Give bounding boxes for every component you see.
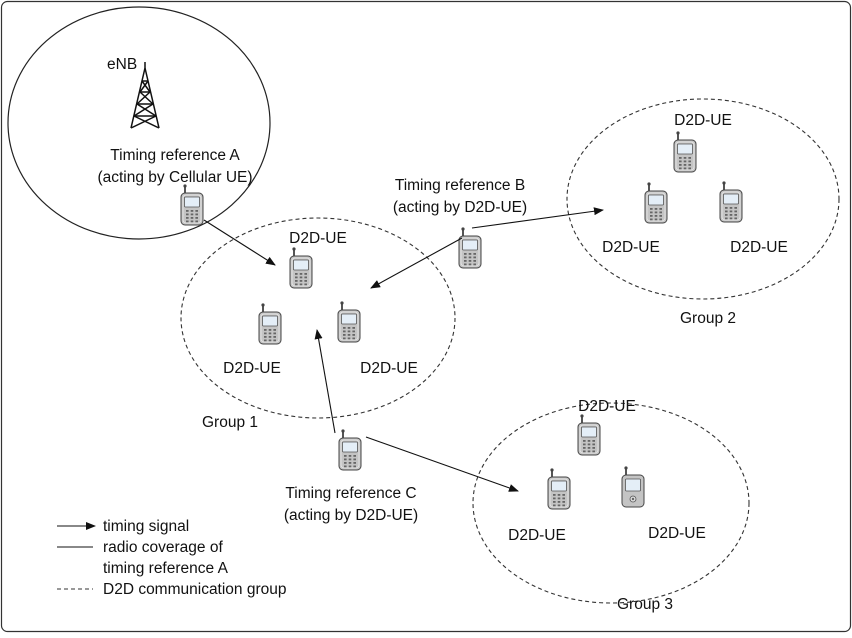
legend: timing signal radio coverage of timing r… <box>57 518 287 598</box>
group-2-boundary <box>566 98 840 300</box>
cell-tower-icon <box>130 62 160 129</box>
group1-top-d2d-ue-label: D2D-UE <box>289 230 347 247</box>
group1-left-d2d-ue-label: D2D-UE <box>223 360 281 377</box>
legend-radio-coverage-label-line1: radio coverage of <box>103 539 223 556</box>
timing-ref-a-subtitle: (acting by Cellular UE) <box>97 169 252 186</box>
group2-top-d2d-ue-label: D2D-UE <box>674 112 732 129</box>
group2-right-d2d-ue-label: D2D-UE <box>730 239 788 256</box>
timing-signal-arrow-b-to-group2 <box>471 207 604 229</box>
timing-ref-c-title: Timing reference C <box>285 485 416 502</box>
legend-radio-coverage-label-line2: timing reference A <box>103 560 229 577</box>
timing-signal-arrow-b-to-group1 <box>370 237 463 289</box>
group-3-boundary <box>472 402 750 604</box>
timing-signal-arrow-c-to-group1 <box>314 329 336 434</box>
group3-right-d2d-ue-label: D2D-UE <box>648 525 706 542</box>
group3-top-d2d-ue-label: D2D-UE <box>578 398 636 415</box>
radio-coverage-timing-ref-a <box>7 6 271 240</box>
timing-ref-b-subtitle: (acting by D2D-UE) <box>393 199 527 216</box>
enb-label: eNB <box>107 56 137 73</box>
group1-label: Group 1 <box>202 414 258 431</box>
group3-label: Group 3 <box>617 596 673 613</box>
group2-label: Group 2 <box>680 310 736 327</box>
group2-left-d2d-ue-label: D2D-UE <box>602 239 660 256</box>
legend-d2d-group-label: D2D communication group <box>103 581 287 598</box>
group-1-boundary <box>180 217 456 419</box>
legend-timing-signal-label: timing signal <box>103 518 189 535</box>
group1-right-d2d-ue-label: D2D-UE <box>360 360 418 377</box>
timing-ref-c-subtitle: (acting by D2D-UE) <box>284 507 418 524</box>
group3-left-d2d-ue-label: D2D-UE <box>508 527 566 544</box>
timing-ref-a-title: Timing reference A <box>110 147 240 164</box>
timing-signal-arrow-c-to-group3 <box>365 436 519 492</box>
timing-signal-arrow-a <box>203 219 276 266</box>
timing-ref-b-title: Timing reference B <box>395 177 525 194</box>
